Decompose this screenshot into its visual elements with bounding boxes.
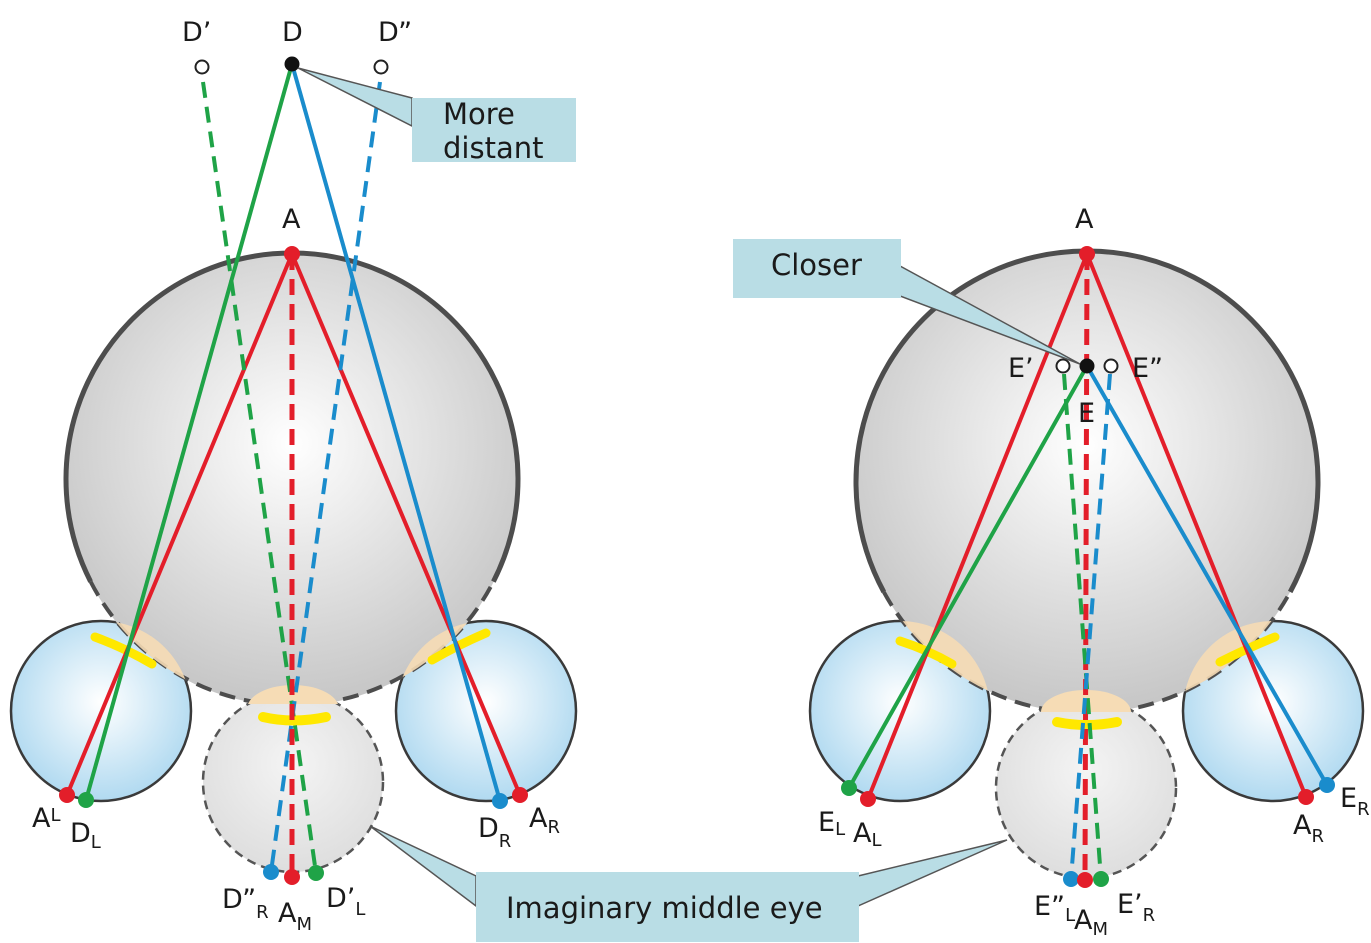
point-e (1080, 359, 1095, 374)
label-e-left: EL (818, 807, 845, 840)
label-right-a-middle: AM (1074, 905, 1108, 940)
callout-more-distant-line1: More (443, 97, 515, 131)
label-d-double-prime-right: D”R (222, 884, 269, 923)
label-right-a-right: AR (1293, 810, 1324, 847)
label-e-double-prime-left: E”L (1034, 891, 1075, 926)
point-a-left (59, 787, 75, 803)
left-panel: D’ D D” A AL DL DR AR D”R AM D’L More di… (11, 17, 576, 935)
label-a-right: AR (529, 803, 560, 838)
label-a-left: AL (32, 803, 61, 834)
point-right-a (1079, 246, 1095, 262)
point-e-left (841, 780, 857, 796)
right-middle-eye-lens (1057, 722, 1117, 725)
right-panel: A E’ E E” EL AL AR ER E”L AM E’R Closer (733, 204, 1370, 940)
point-e-double-prime-left (1063, 871, 1079, 887)
callout-imaginary-middle-eye: Imaginary middle eye (370, 826, 1007, 942)
point-e-prime (1057, 360, 1070, 373)
point-a-middle (284, 869, 300, 885)
label-e-right: ER (1340, 783, 1370, 820)
callout-more-distant-line2: distant (443, 131, 543, 165)
label-d-left: DL (70, 818, 101, 853)
label-e-prime-right: E’R (1117, 889, 1155, 926)
callout-more-distant: More distant (298, 68, 576, 165)
label-e-prime: E’ (1008, 353, 1034, 384)
label-e-double-prime: E” (1132, 353, 1163, 384)
label-a-middle: AM (278, 898, 312, 935)
label-right-a: A (1075, 204, 1094, 235)
point-a (284, 246, 300, 262)
label-a: A (282, 204, 301, 235)
point-d-double-prime (375, 61, 388, 74)
label-d-right: DR (478, 813, 511, 852)
point-right-a-middle (1077, 872, 1093, 888)
label-d-double-prime: D” (378, 17, 412, 48)
point-a-right (512, 787, 528, 803)
label-e: E (1078, 398, 1095, 429)
point-d-prime (196, 61, 209, 74)
label-d: D (282, 17, 303, 48)
point-d-left (78, 792, 94, 808)
point-d-prime-left (308, 865, 324, 881)
point-e-double-prime (1105, 360, 1118, 373)
callout-imaginary-middle-eye-text: Imaginary middle eye (506, 891, 823, 925)
point-right-a-right (1298, 789, 1314, 805)
point-e-right (1319, 777, 1335, 793)
label-d-prime-left: D’L (326, 883, 365, 920)
label-right-a-left: AL (853, 818, 882, 851)
point-right-a-left (860, 791, 876, 807)
point-e-prime-right (1093, 871, 1109, 887)
point-d (285, 57, 300, 72)
point-d-double-prime-right (263, 864, 279, 880)
callout-closer-text: Closer (771, 248, 862, 282)
point-d-right (492, 793, 508, 809)
label-d-prime: D’ (182, 17, 211, 48)
